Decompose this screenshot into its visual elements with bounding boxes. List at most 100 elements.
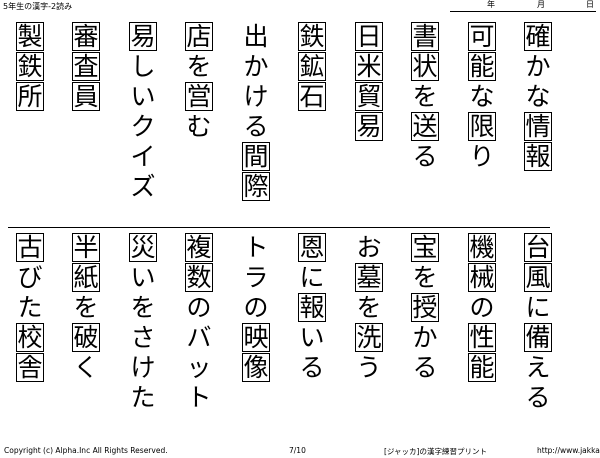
kana-char: け: [130, 353, 156, 382]
kanji-box: 機: [468, 233, 496, 262]
kana-char: し: [130, 52, 156, 81]
kanji-box: 審: [72, 22, 100, 51]
top-word-7: 店を営む: [185, 22, 213, 142]
kanji-box: 店: [185, 22, 213, 51]
site-url: http://www.jakka.jp/: [537, 446, 600, 455]
kanji-box: 紙: [72, 263, 100, 292]
page-number: 7/10: [289, 446, 306, 455]
kana-char: な: [525, 82, 551, 111]
kanji-box: 宝: [411, 233, 439, 262]
kana-char: の: [243, 293, 269, 322]
kanji-box: 鉄: [298, 22, 326, 51]
kana-char: に: [299, 263, 325, 292]
kana-char: ク: [130, 112, 156, 141]
kanji-box: 数: [185, 263, 213, 292]
kana-char: く: [73, 353, 99, 382]
kana-char: う: [356, 353, 382, 382]
kanji-box: 状: [411, 52, 439, 81]
kana-char: り: [469, 142, 495, 171]
kanji-box: 営: [185, 82, 213, 111]
kanji-box: 鉱: [298, 52, 326, 81]
kanji-box: 石: [298, 82, 326, 111]
bottom-word-8: 災いをさけた: [129, 233, 157, 413]
kanji-box: 映: [242, 323, 270, 352]
kanji-box: 械: [468, 263, 496, 292]
kanji-box: 鉄: [16, 52, 44, 81]
kanji-box: 校: [16, 323, 44, 352]
kana-char: お: [356, 233, 382, 262]
kanji-box: 間: [242, 142, 270, 171]
kanji-box: 性: [468, 323, 496, 352]
kanji-box: 際: [242, 172, 270, 201]
kanji-box: 災: [129, 233, 157, 262]
kanji-box: 査: [72, 52, 100, 81]
kanji-box: 易: [129, 22, 157, 51]
kana-char: る: [299, 353, 325, 382]
copyright-text: Copyright (c) Alpha.Inc All Rights Reser…: [4, 446, 168, 455]
kanji-box: 恩: [298, 233, 326, 262]
kana-char: 出: [243, 22, 269, 51]
kana-char: い: [130, 263, 156, 292]
kana-char: え: [525, 353, 551, 382]
day-label: 日: [586, 0, 594, 9]
bottom-word-9: 半紙を破く: [72, 233, 100, 383]
kanji-box: 製: [16, 22, 44, 51]
kana-char: る: [525, 383, 551, 412]
kana-char: け: [243, 82, 269, 111]
kana-char: な: [469, 82, 495, 111]
kana-char: の: [469, 293, 495, 322]
kana-char: を: [186, 52, 212, 81]
kana-char: ラ: [243, 263, 269, 292]
kana-char: ズ: [130, 172, 156, 201]
kanji-box: 舎: [16, 353, 44, 382]
kanji-box: 所: [16, 82, 44, 111]
kanji-box: 日: [355, 22, 383, 51]
brand-text: [ジャッカ]の漢字練習プリント: [384, 447, 487, 456]
kanji-box: 能: [468, 52, 496, 81]
kana-char: に: [525, 293, 551, 322]
top-word-1: 確かな情報: [524, 22, 552, 172]
kanji-box: 備: [524, 323, 552, 352]
bottom-word-3: 宝を授かる: [411, 233, 439, 383]
kanji-box: 可: [468, 22, 496, 51]
kanji-box: 半: [72, 233, 100, 262]
kanji-box: 台: [524, 233, 552, 262]
kana-char: さ: [130, 323, 156, 352]
kanji-box: 確: [524, 22, 552, 51]
kana-char: た: [130, 383, 156, 412]
kanji-box: 報: [524, 142, 552, 171]
sheet-title: 5年生の漢字-2読み: [3, 2, 73, 11]
top-word-10: 製鉄所: [16, 22, 44, 112]
kanji-box: 報: [298, 293, 326, 322]
bottom-word-7: 複数のバット: [185, 233, 213, 413]
kanji-box: 易: [355, 112, 383, 141]
kanji-box: 破: [72, 323, 100, 352]
kana-char: イ: [130, 142, 156, 171]
top-word-8: 易しいクイズ: [129, 22, 157, 202]
kana-char: い: [130, 82, 156, 111]
kana-char: ト: [186, 383, 212, 412]
kana-char: る: [412, 142, 438, 171]
kana-char: を: [412, 82, 438, 111]
kana-char: を: [73, 293, 99, 322]
kanji-box: 墓: [355, 263, 383, 292]
kana-char: る: [243, 112, 269, 141]
kanji-box: 像: [242, 353, 270, 382]
kanji-box: 書: [411, 22, 439, 51]
kana-char: バ: [186, 323, 212, 352]
kana-char: び: [17, 263, 43, 292]
kana-char: む: [186, 112, 212, 141]
year-label: 年: [487, 0, 495, 9]
top-word-3: 書状を送る: [411, 22, 439, 172]
kana-char: の: [186, 293, 212, 322]
kana-char: か: [412, 323, 438, 352]
kanji-box: 能: [468, 353, 496, 382]
top-word-6: 出かける間際: [242, 22, 270, 202]
bottom-word-10: 古びた校舎: [16, 233, 44, 383]
kana-char: を: [412, 263, 438, 292]
top-word-4: 日米貿易: [355, 22, 383, 142]
kana-char: る: [412, 353, 438, 382]
bottom-word-4: お墓を洗う: [355, 233, 383, 383]
kanji-box: 洗: [355, 323, 383, 352]
kanji-box: 米: [355, 52, 383, 81]
